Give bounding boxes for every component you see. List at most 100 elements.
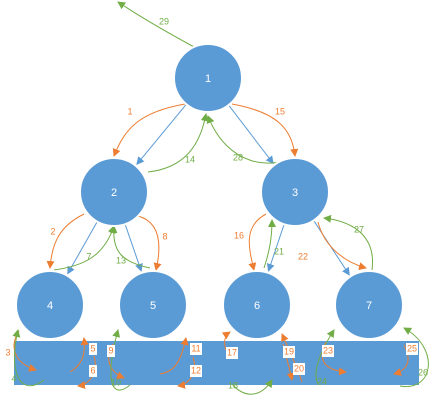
step-label-23: 23 (322, 345, 334, 357)
step-number: 20 (294, 363, 304, 373)
leaf-null-bar (14, 341, 419, 385)
step-number: 15 (275, 106, 285, 116)
tree-node-3: 3 (260, 157, 330, 227)
tree-nodes: 1 2 3 4 5 6 7 (15, 43, 404, 340)
tree-edge-n1-n2 (136, 103, 187, 165)
step-label-box (406, 343, 418, 355)
step-number: 18 (228, 380, 238, 390)
node-label: 5 (150, 300, 156, 312)
step-label-box (283, 346, 295, 358)
traversal-arrow-18 (231, 379, 273, 395)
step-label-16: 16 (234, 230, 244, 240)
step-number: 10 (111, 377, 121, 387)
traversal-arrow-27 (323, 214, 374, 271)
traversal-arrow-8 (137, 215, 162, 271)
step-label-21: 21 (274, 246, 284, 256)
step-number: 28 (233, 152, 243, 162)
traversal-arrow-22 (317, 221, 367, 271)
step-label-box (89, 343, 97, 355)
node-label: 2 (111, 187, 117, 199)
step-label-box (190, 365, 202, 377)
node-circle (79, 157, 149, 227)
step-label-box (293, 363, 305, 375)
step-number: 22 (298, 251, 308, 261)
node-label: 1 (205, 73, 211, 85)
step-number: 1 (127, 106, 132, 116)
step-label-6: 6 (89, 365, 97, 377)
node-circle (260, 157, 330, 227)
step-number: 13 (116, 255, 126, 265)
step-number: 26 (418, 367, 428, 377)
node-circle (15, 270, 85, 340)
step-number: 14 (185, 154, 195, 164)
step-label-1: 1 (127, 106, 132, 116)
step-label-9: 9 (107, 345, 115, 357)
step-label-3: 3 (5, 347, 10, 357)
step-label-29: 29 (159, 16, 169, 26)
step-label-20: 20 (293, 363, 305, 375)
step-number: 8 (162, 231, 167, 241)
step-number: 4 (11, 373, 16, 383)
step-number: 9 (108, 345, 113, 355)
step-label-box (190, 343, 202, 355)
step-number: 16 (234, 230, 244, 240)
step-number: 12 (191, 365, 201, 375)
tree-node-4: 4 (15, 270, 85, 340)
step-label-box (322, 345, 334, 357)
node-circle (222, 270, 292, 340)
traversal-arrow-10 (110, 329, 131, 391)
traversal-arrow-7 (53, 225, 116, 271)
step-label-11: 11 (190, 343, 202, 355)
node-label: 6 (254, 300, 260, 312)
tree-node-2: 2 (79, 157, 149, 227)
step-label-12: 12 (190, 365, 202, 377)
tree-node-1: 1 (173, 43, 243, 113)
step-label-17: 17 (226, 347, 238, 359)
node-circle (173, 43, 243, 113)
step-number: 27 (354, 224, 364, 234)
step-label-box (107, 345, 115, 357)
step-label-24: 24 (317, 376, 327, 386)
step-label-8: 8 (162, 231, 167, 241)
step-label-27: 27 (354, 224, 364, 234)
step-label-18: 18 (228, 380, 238, 390)
traversal-arrow-5 (69, 337, 89, 373)
step-number: 29 (159, 16, 169, 26)
tree-edge-n1-n3 (228, 104, 274, 165)
step-label-2: 2 (50, 226, 55, 236)
traversal-arrow-29 (117, 1, 197, 49)
step-label-4: 4 (11, 373, 16, 383)
traversal-arrow-14 (147, 113, 209, 173)
tree-edge-n2-n5 (124, 223, 143, 272)
step-label-15: 15 (275, 106, 285, 116)
step-number: 19 (284, 346, 294, 356)
step-label-box (226, 347, 238, 359)
traversal-arrow-13 (109, 225, 151, 269)
step-label-26: 26 (418, 367, 428, 377)
tree-node-7: 7 (334, 270, 404, 340)
traversal-arrow-26 (399, 327, 429, 387)
step-number: 6 (90, 365, 95, 375)
step-number: 21 (274, 246, 284, 256)
traversal-arrow-4 (12, 329, 45, 387)
step-number: 2 (50, 226, 55, 236)
traversal-arrow-2 (46, 213, 85, 269)
tree-edge-n2-n4 (67, 221, 98, 275)
step-number: 23 (323, 345, 333, 355)
node-label: 3 (292, 187, 298, 199)
traversal-arrow-24 (315, 329, 335, 385)
step-number: 3 (5, 347, 10, 357)
traversal-arrow-15 (231, 103, 299, 157)
traversal-arrow-11 (159, 337, 189, 375)
traversal-arrow-28 (206, 115, 289, 164)
tree-node-6: 6 (222, 270, 292, 340)
step-number: 7 (86, 251, 91, 261)
traversal-arrow-25 (393, 344, 409, 376)
traversal-arrow-21 (263, 219, 276, 269)
step-label-10: 10 (111, 377, 121, 387)
step-label-25: 25 (406, 343, 418, 355)
step-label-14: 14 (185, 154, 195, 164)
step-number: 11 (191, 343, 200, 353)
